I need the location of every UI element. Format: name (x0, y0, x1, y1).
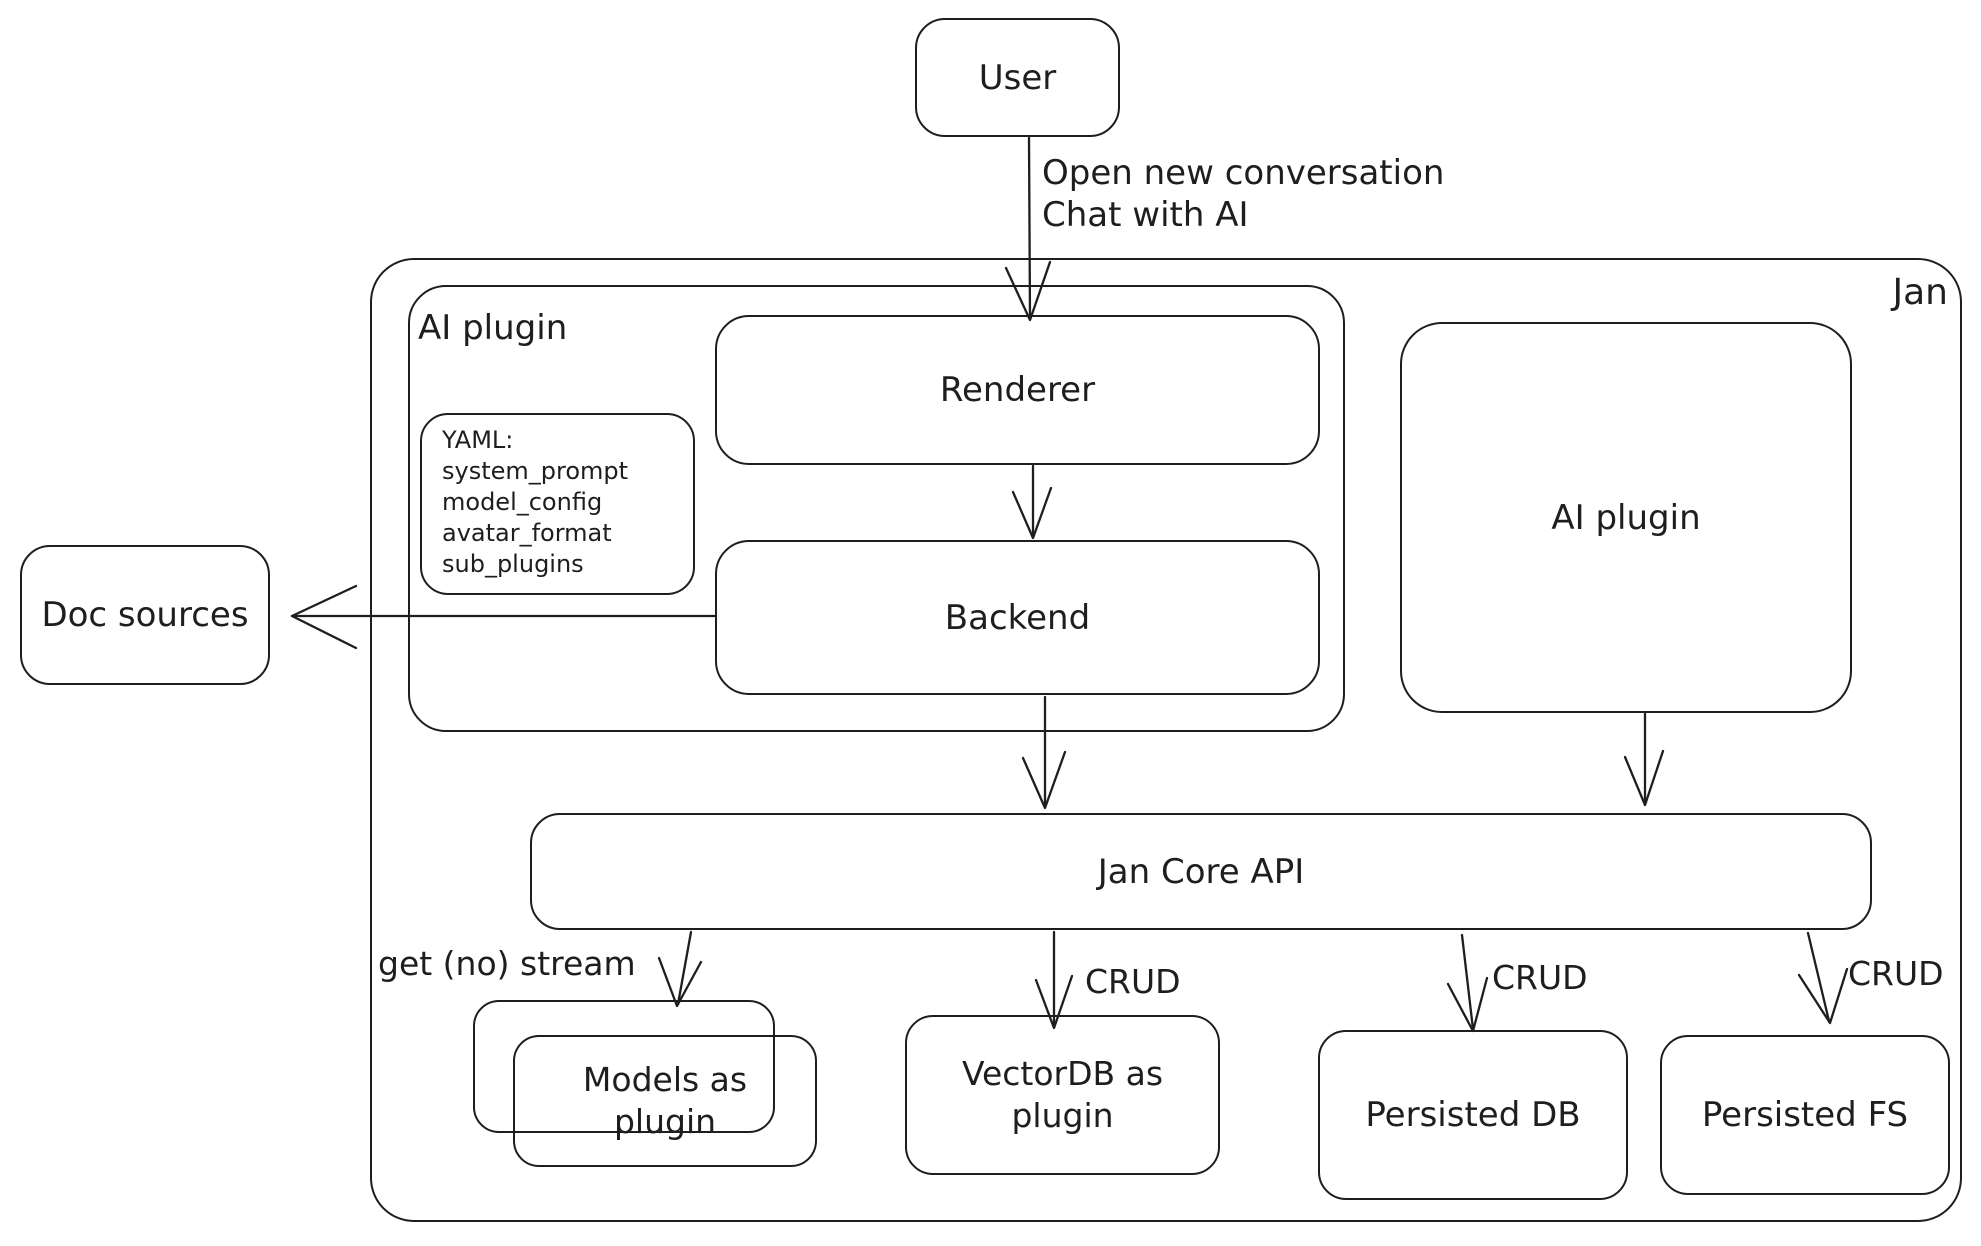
models-as-plugin-back-box (473, 1000, 775, 1133)
ai-plugin-container-label: AI plugin (418, 308, 568, 348)
models-as-plugin-node-label: Models as plugin (582, 1060, 748, 1141)
edge-label-open-conversation: Open new conversation Chat with AI (1042, 153, 1445, 235)
jan-core-api-node: Jan Core API (530, 813, 1872, 930)
vectordb-node-label: VectorDB as plugin (961, 1054, 1164, 1135)
renderer-node: Renderer (715, 315, 1320, 465)
edge-label-crud-persisted-fs: CRUD (1848, 954, 1944, 993)
persisted-db-node-label: Persisted DB (1365, 1095, 1581, 1135)
persisted-db-node: Persisted DB (1318, 1030, 1628, 1200)
ai-plugin-right-node: AI plugin (1400, 322, 1852, 713)
persisted-fs-node-label: Persisted FS (1701, 1095, 1909, 1135)
doc-sources-node-label: Doc sources (41, 595, 249, 635)
vectordb-node: VectorDB as plugin (905, 1015, 1220, 1175)
edge-label-get-no-stream: get (no) stream (378, 944, 636, 983)
jan-container-label: Jan (1892, 272, 1949, 313)
yaml-note: YAML: system_prompt model_config avatar_… (420, 413, 695, 595)
persisted-fs-node: Persisted FS (1660, 1035, 1950, 1195)
ai-plugin-right-node-label: AI plugin (1551, 497, 1701, 538)
edge-label-crud-persisted-db: CRUD (1492, 958, 1588, 997)
jan-container (370, 258, 1962, 1222)
backend-node: Backend (715, 540, 1320, 695)
backend-node-label: Backend (944, 597, 1091, 638)
ai-plugin-container (408, 285, 1345, 732)
user-node: User (915, 18, 1120, 137)
jan-core-api-node-label: Jan Core API (1097, 851, 1305, 892)
models-as-plugin-node: Models as plugin (513, 1035, 817, 1167)
doc-sources-node: Doc sources (20, 545, 270, 685)
yaml-note-text: YAML: system_prompt model_config avatar_… (442, 426, 629, 578)
user-node-label: User (978, 57, 1057, 98)
renderer-node-label: Renderer (939, 370, 1096, 410)
edge-label-crud-vectordb: CRUD (1085, 962, 1181, 1001)
